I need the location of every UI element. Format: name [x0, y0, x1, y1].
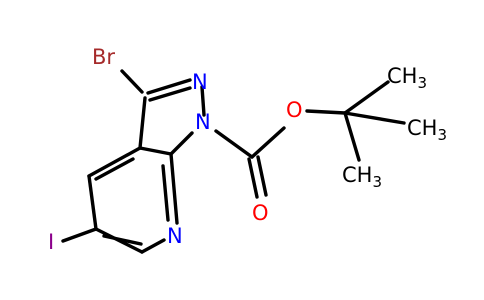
bond-c-o-double-a — [247, 157, 259, 199]
oxygen-ester-label: O — [286, 98, 303, 122]
bond-c3a-c7a — [138, 146, 173, 156]
atom-labels: Br N N N O O I CH3 CH3 CH3 — [48, 45, 447, 254]
bromine-label: Br — [92, 45, 115, 69]
bond-c3a-c4 — [87, 146, 142, 178]
methyl-subscript-top: 3 — [417, 74, 427, 92]
bond-n1-c7a — [169, 131, 194, 156]
bond-c5-i — [61, 227, 98, 243]
methyl-label-bottom: CH3 — [342, 163, 382, 191]
bond-c-o-double-b — [256, 155, 268, 197]
bond-c3-n2 — [146, 78, 192, 95]
bond-n7-c7a — [169, 152, 179, 225]
nitrogen-n7-label: N — [167, 224, 183, 248]
bond-n7-c7a-double — [161, 164, 170, 222]
bond-n1-c-carbonyl — [214, 129, 254, 159]
methyl-label-right: CH3 — [407, 116, 447, 144]
methyl-subscript-right: 3 — [437, 126, 447, 144]
methyl-ch-right: CH — [407, 116, 437, 140]
bond-c3-n2-double — [148, 86, 192, 102]
bond-c-o-ester — [250, 126, 286, 159]
bond-tert-ch3-right — [343, 111, 406, 125]
bond-c3-c3a — [138, 96, 147, 150]
methyl-ch-top: CH — [387, 64, 417, 88]
methyl-ch-bottom: CH — [342, 163, 372, 187]
bond-c6-n7 — [140, 238, 166, 254]
iodine-label: I — [48, 230, 54, 254]
bond-c3-br — [120, 69, 144, 94]
bond-c3a-c4-double — [94, 157, 135, 181]
nitrogen-n1-label: N — [195, 110, 211, 134]
methyl-subscript-bottom: 3 — [372, 173, 382, 191]
bond-n2-n1 — [200, 85, 206, 117]
bond-tert-ch3-bottom — [343, 111, 361, 162]
bonds — [61, 69, 406, 254]
oxygen-carbonyl-label: O — [252, 201, 269, 225]
nitrogen-n2-label: N — [192, 70, 208, 94]
bond-tert-ch3-top — [343, 80, 390, 115]
bond-o-c-tert — [305, 109, 347, 115]
bond-c4-c5 — [87, 174, 98, 231]
methyl-label-top: CH3 — [387, 64, 427, 92]
bond-c5-c6-double — [102, 234, 143, 246]
